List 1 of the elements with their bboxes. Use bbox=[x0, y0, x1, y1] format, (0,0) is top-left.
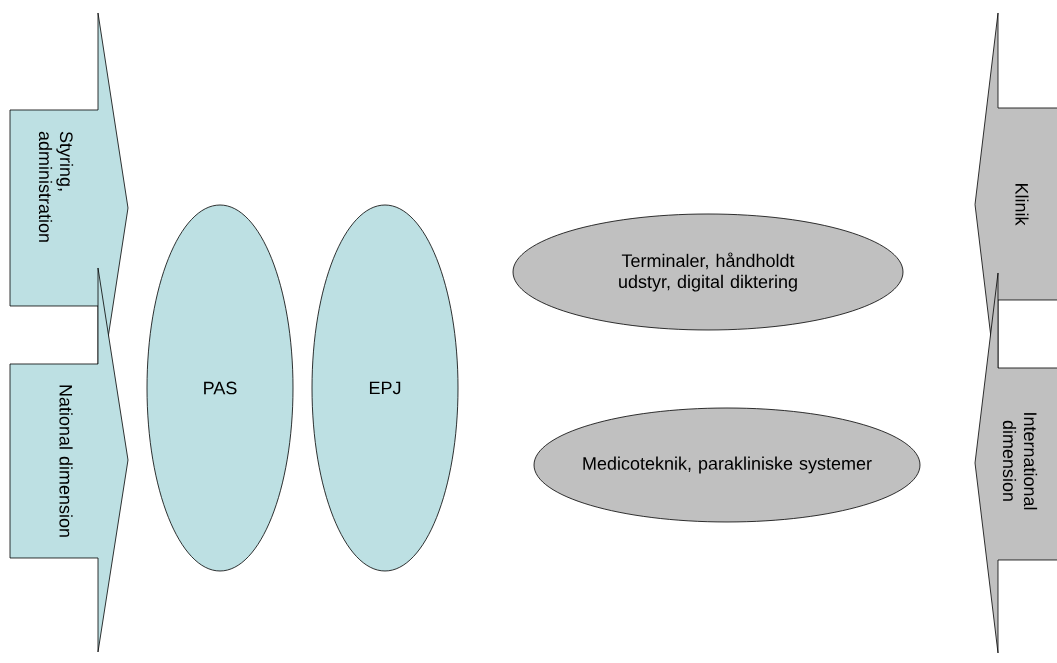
node-label: International dimension bbox=[1002, 413, 1038, 510]
